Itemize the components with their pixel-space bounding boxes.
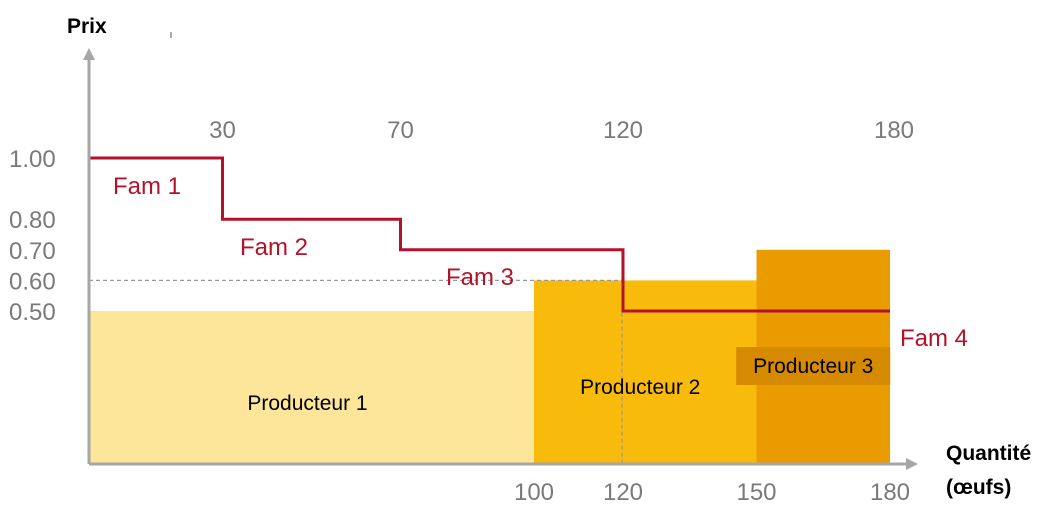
- x-axis-title-line1: Quantité: [946, 442, 1031, 465]
- demand-label-1: Fam 1: [113, 173, 181, 200]
- bottom-x-tick-label: 150: [736, 479, 776, 506]
- y-tick-label: 0.50: [9, 299, 56, 326]
- axes: [83, 32, 918, 470]
- top-x-tick-label: 30: [209, 117, 236, 144]
- top-x-tick-label: 70: [387, 117, 414, 144]
- demand-label-4: Fam 4: [900, 325, 968, 352]
- demand-curve: [89, 156, 890, 313]
- y-tick-label: 0.70: [9, 238, 56, 265]
- demand-label-2: Fam 2: [240, 234, 308, 261]
- y-axis-title: Prix: [67, 15, 107, 38]
- producer-label-1: Producteur 1: [247, 392, 367, 415]
- top-x-tick-label: 180: [874, 117, 914, 144]
- x-axis-arrow: [906, 458, 918, 470]
- producer-label-bg: [736, 347, 891, 385]
- producer-label-2: Producteur 2: [580, 376, 700, 399]
- bottom-x-tick-label: 180: [870, 479, 910, 506]
- top-x-tick-label: 120: [603, 117, 643, 144]
- bottom-x-tick-label: 100: [514, 479, 554, 506]
- y-tick-label: 0.60: [9, 268, 56, 295]
- demand-label-3: Fam 3: [446, 264, 514, 291]
- demand-step-line: [89, 156, 890, 313]
- chart-labels: Producteur 1 Producteur 2 Producteur 3 Fam …: [9, 15, 1031, 506]
- supply-bar-2: [534, 280, 757, 464]
- x-axis-title-line2: (œufs): [946, 476, 1011, 499]
- bottom-x-tick-label: 120: [603, 479, 643, 506]
- producer-label-3: Producteur 3: [753, 355, 873, 378]
- y-axis-arrow: [83, 48, 95, 60]
- supply-bar-1: [89, 311, 534, 464]
- y-tick-label: 0.80: [9, 207, 56, 234]
- y-tick-label: 1.00: [9, 146, 56, 173]
